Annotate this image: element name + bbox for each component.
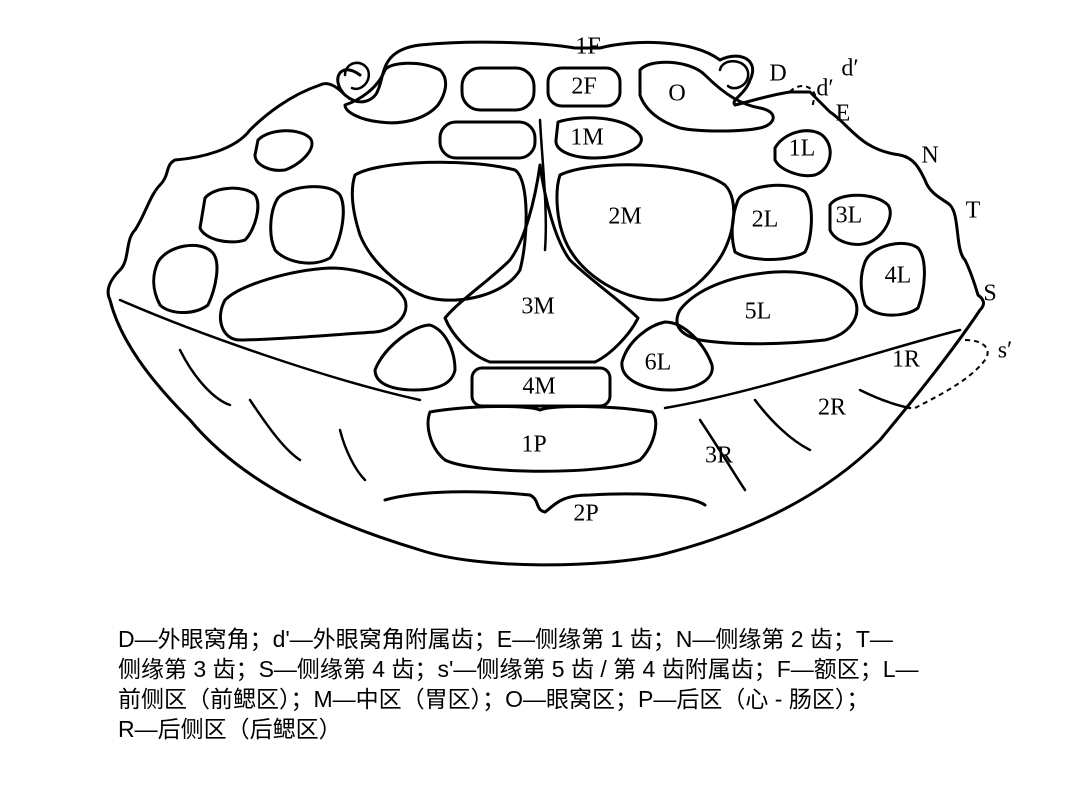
caption-line: D—外眼窝角；d'—外眼窝角附属齿；E—侧缘第 1 齿；N—侧缘第 2 齿；T— [118, 626, 893, 652]
midline-groove [538, 118, 548, 252]
label-D: D [769, 61, 786, 87]
region-1P [426, 404, 658, 473]
label-S: S [983, 281, 996, 307]
label-4L: 4L [885, 263, 912, 289]
region-2P-groove [383, 490, 707, 514]
region-1L [773, 129, 832, 178]
region-2M [555, 163, 736, 302]
label-1F: 1F [575, 34, 600, 60]
label-1R: 1R [892, 347, 920, 373]
region-left-2L-b [269, 185, 345, 265]
label-1P: 1P [521, 432, 546, 458]
posterior-right-groove-3 [698, 418, 747, 492]
region-3L [828, 193, 892, 246]
label-d-prime-top: d′ [841, 56, 858, 82]
label-3M: 3M [521, 294, 554, 320]
region-left-orbital [343, 61, 448, 125]
label-2R: 2R [818, 395, 846, 421]
caption-line: 侧缘第 3 齿；S—侧缘第 4 齿；s'—侧缘第 5 齿 / 第 4 齿附属齿；… [118, 656, 919, 682]
posterior-left-groove-3 [338, 428, 367, 482]
label-O: O [668, 81, 685, 107]
region-6L [620, 320, 714, 392]
label-d-prime: d′ [816, 76, 833, 102]
figure-caption: D—外眼窝角；d'—外眼窝角附属齿；E—侧缘第 1 齿；N—侧缘第 2 齿；T—… [118, 624, 1048, 744]
label-2F: 2F [571, 74, 596, 100]
region-left-2M [350, 160, 528, 302]
posterior-left-groove-2 [248, 398, 302, 462]
region-left-5L [219, 266, 408, 342]
posterior-right-groove-2 [858, 388, 912, 410]
label-1L: 1L [789, 136, 816, 162]
s-prime-tooth-dashed [914, 339, 989, 409]
region-O [638, 60, 775, 133]
crab-carapace-diagram: 1F 2F O D d′ d′ E N T S s′ 1M 1L 2M 2L 3… [106, 34, 1013, 567]
posterior-left-groove-1 [178, 348, 232, 407]
left-orbit-curl [343, 61, 371, 91]
region-5L [675, 270, 859, 346]
region-left-1L [253, 129, 314, 172]
posterior-right-groove-1 [753, 398, 812, 452]
region-left-2L-a [198, 186, 260, 244]
right-orbit-curl [718, 60, 750, 90]
region-4M [470, 366, 612, 408]
label-T: T [966, 198, 981, 224]
caption-line: R—后侧区（后鳃区） [118, 716, 342, 742]
label-2L: 2L [752, 207, 779, 233]
label-2P: 2P [573, 501, 598, 527]
label-6L: 6L [645, 350, 672, 376]
caption-line: 前侧区（前鳃区）；M—中区（胃区）；O—眼窝区；P—后区（心 - 肠区）； [118, 686, 870, 712]
carapace-outline [106, 40, 985, 567]
label-5L: 5L [745, 299, 772, 325]
cervical-groove [118, 298, 962, 410]
d-prime-tooth-dashed [789, 85, 817, 109]
region-4L [859, 241, 926, 317]
label-4M: 4M [522, 374, 555, 400]
region-left-4L [152, 243, 219, 314]
region-left-6L [373, 323, 457, 392]
label-E: E [836, 101, 851, 127]
label-1M: 1M [570, 125, 603, 151]
label-N: N [921, 143, 938, 169]
region-left-frontal-1 [460, 66, 536, 112]
label-s-prime: s′ [998, 338, 1013, 364]
label-3L: 3L [836, 203, 863, 229]
region-1M-top [554, 116, 643, 160]
region-2L [730, 183, 813, 261]
region-left-frontal-2 [438, 120, 537, 160]
region-2F [546, 66, 622, 108]
region-3M [443, 163, 640, 364]
label-2M: 2M [608, 204, 641, 230]
label-3R: 3R [705, 443, 733, 469]
